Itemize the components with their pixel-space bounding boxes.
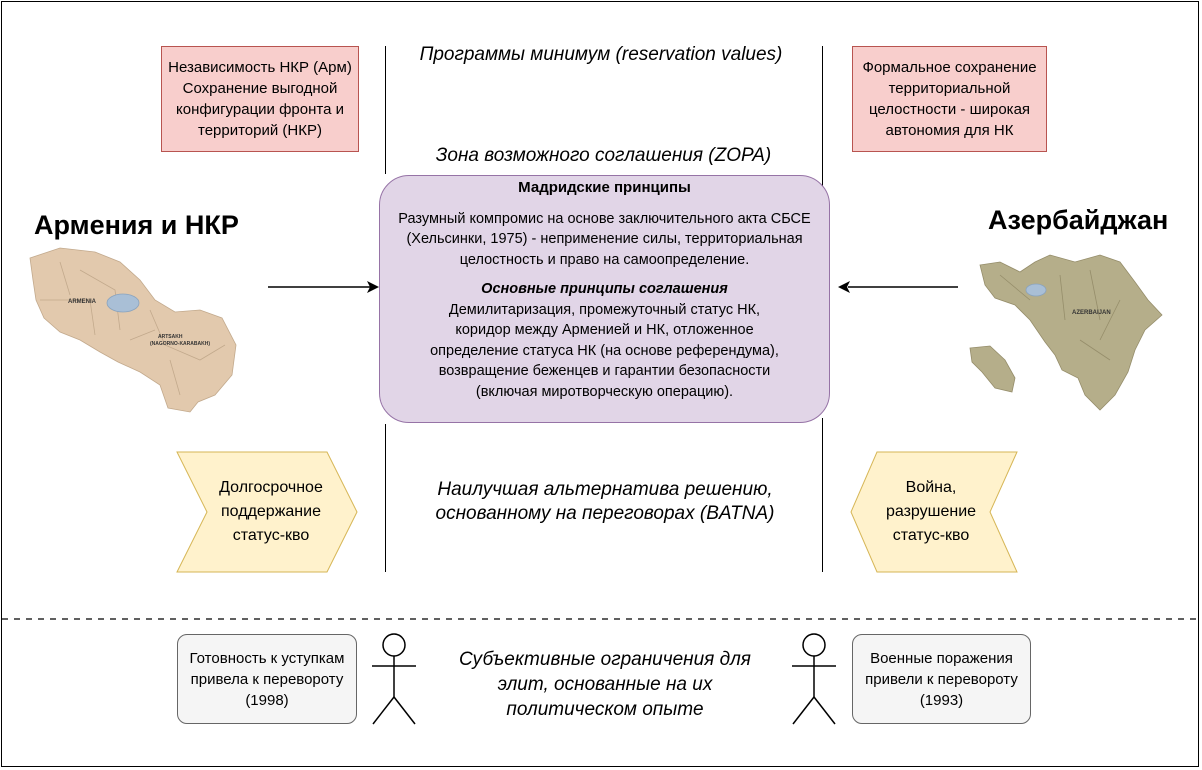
armenia-title: Армения и НКР — [34, 210, 239, 240]
azerbaijan-coup-box: Военные поражения привели к перевороту (… — [852, 634, 1031, 724]
armenia-map: ARMENIA ARTSAKH (NAGORNO-KARABAKH) — [29, 247, 237, 413]
batna-label: Наилучшая альтернатива решению, основанн… — [435, 479, 775, 524]
azerbaijan-reservation-box: Формальное сохранение территориальной це… — [852, 46, 1047, 152]
madrid-principles: Демилитаризация, промежуточный статус НК… — [430, 301, 779, 400]
azerbaijan-reservation-text: Формальное сохранение территориальной це… — [862, 59, 1037, 139]
madrid-principles-box: Мадридские принципы Разумный компромис н… — [379, 175, 830, 423]
reservation-values-label: Программы минимум (reservation values) — [419, 44, 783, 65]
azerbaijan-map: AZERBAIJAN — [969, 254, 1163, 411]
madrid-text: Разумный компромис на основе заключитель… — [398, 210, 811, 268]
left-divider-line-lower — [385, 424, 386, 572]
azerbaijan-coup-text: Военные поражения привели к перевороту (… — [865, 649, 1018, 709]
armenia-reservation-text: Независимость НКР (Арм) Сохранение выгод… — [168, 59, 352, 139]
azerbaijan-batna-chevron — [850, 451, 1018, 573]
armenia-batna-chevron — [176, 451, 358, 573]
armenia-coup-box: Готовность к уступкам привела к переворо… — [177, 634, 357, 724]
nagorno-map-label: (NAGORNO-KARABAKH) — [150, 341, 210, 347]
armenia-map-label: ARMENIA — [68, 299, 97, 305]
armenia-batna-text: Долгосрочное поддержание статус-кво — [219, 479, 323, 544]
armenia-arrow-head — [367, 281, 379, 293]
armenia-elite-figure — [372, 633, 416, 725]
azerbaijan-map-label: AZERBAIJAN — [1072, 310, 1111, 316]
right-divider-line-lower — [822, 418, 823, 572]
subjective-constraints-label: Субъективные ограничения для элит, основ… — [459, 649, 751, 720]
azerbaijan-elite-figure — [792, 633, 836, 725]
zopa-label: Зона возможного соглашения (ZOPA) — [435, 145, 772, 166]
armenia-reservation-box: Независимость НКР (Арм) Сохранение выгод… — [161, 46, 359, 152]
armenia-coup-text: Готовность к уступкам привела к переворо… — [189, 649, 345, 709]
madrid-title: Мадридские принципы — [518, 179, 691, 196]
azerbaijan-batna-text: Война, разрушение статус-кво — [885, 479, 977, 544]
artsakh-map-label: ARTSAKH — [158, 334, 183, 340]
left-divider-line — [385, 46, 386, 174]
right-divider-line — [822, 46, 823, 186]
madrid-subtitle: Основные принципы соглашения — [481, 281, 728, 297]
azerbaijan-title: Азербайджан — [988, 205, 1169, 235]
azerbaijan-arrow-head — [838, 281, 850, 293]
